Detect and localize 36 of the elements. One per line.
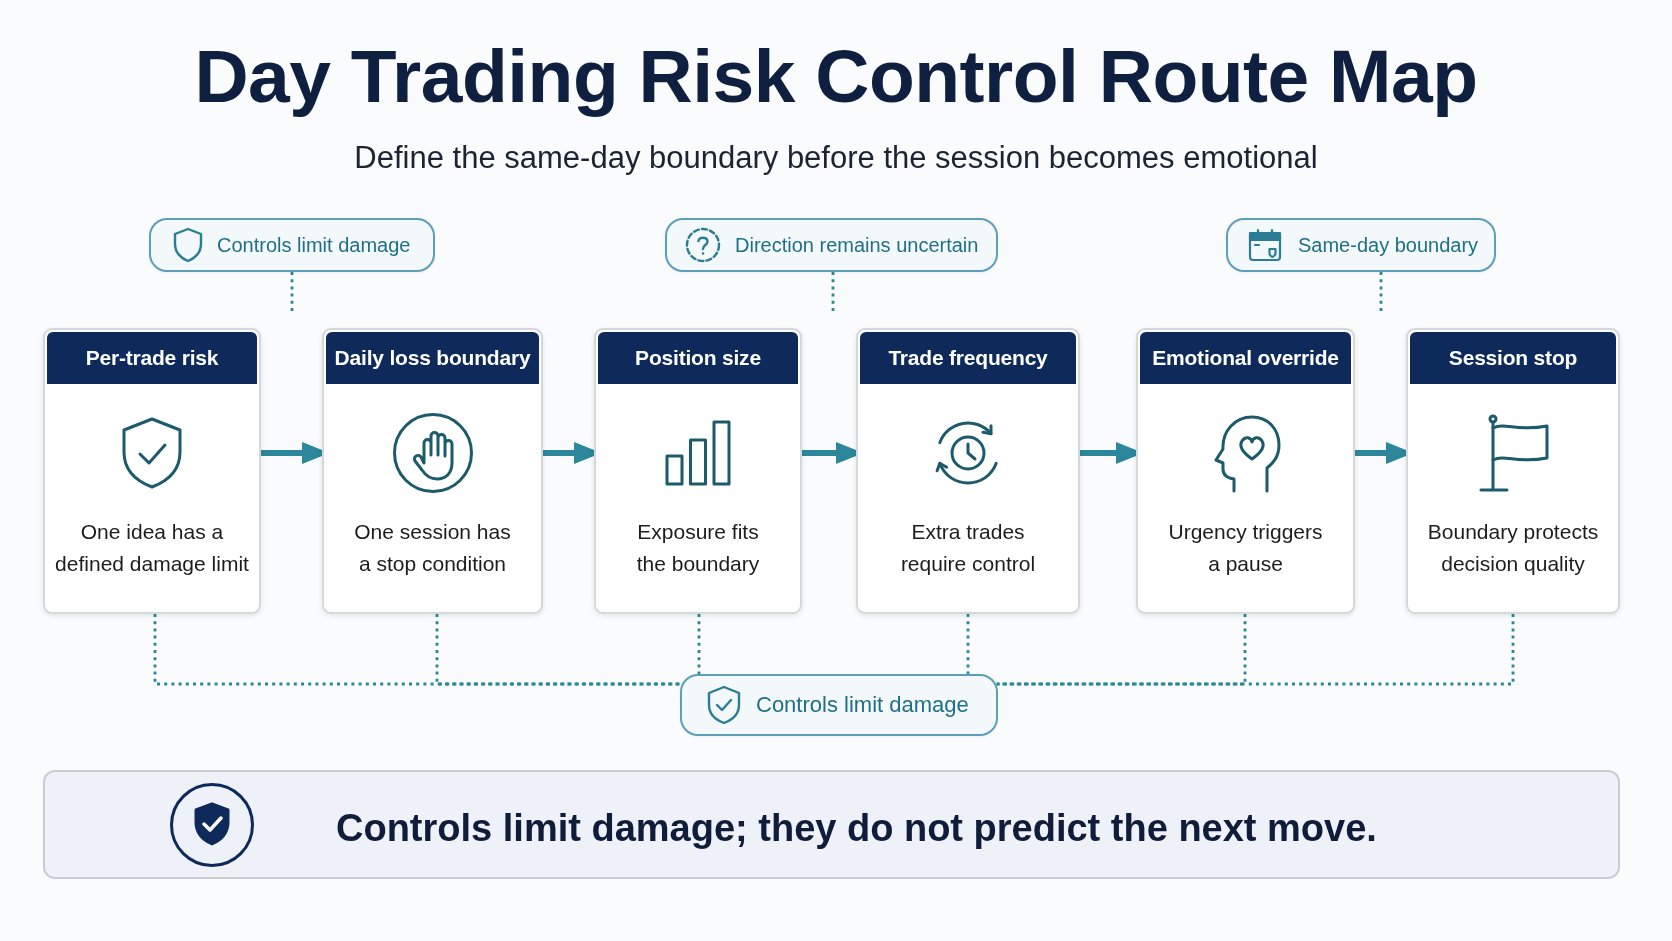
step-description: Exposure fits the boundary	[635, 519, 761, 577]
step-description: One session has a stop condition	[353, 519, 512, 577]
leader-line	[697, 614, 701, 674]
leader-line	[435, 614, 682, 686]
leader-line	[290, 272, 294, 314]
card-header: Emotional override	[1140, 332, 1351, 384]
step-card	[43, 328, 261, 614]
callout-tag	[149, 218, 435, 272]
leader-line	[966, 614, 970, 674]
summary-banner	[43, 770, 1620, 879]
callout-tag	[1226, 218, 1496, 272]
tag-text: Direction remains uncertain	[735, 233, 979, 257]
step-description: Boundary protects decision quality	[1426, 519, 1600, 577]
step-card	[1406, 328, 1620, 614]
card-header: Per-trade risk	[47, 332, 257, 384]
card-header: Daily loss boundary	[326, 332, 539, 384]
tag-text: Controls limit damage	[217, 233, 411, 257]
leader-line	[831, 272, 835, 314]
card-header: Position size	[598, 332, 798, 384]
callout-tag	[680, 674, 998, 736]
step-card	[856, 328, 1080, 614]
step-card	[594, 328, 802, 614]
summary-text: Controls limit damage; they do not predict the next move.	[336, 806, 1377, 850]
tag-text: Same-day boundary	[1298, 233, 1479, 257]
subtitle: Define the same-day boundary before the session becomes emotional	[354, 142, 1318, 173]
card-header: Trade frequency	[860, 332, 1076, 384]
leader-line	[996, 614, 1515, 686]
tag-text: Controls limit damage	[756, 692, 969, 718]
callout-tag	[665, 218, 998, 272]
card-header: Session stop	[1410, 332, 1616, 384]
step-description: Urgency triggers a pause	[1167, 519, 1324, 577]
leader-line	[1379, 272, 1383, 314]
step-card	[322, 328, 543, 614]
step-card	[1136, 328, 1355, 614]
step-description: One idea has a defined damage limit	[54, 519, 250, 577]
step-description: Extra trades require control	[899, 519, 1037, 577]
